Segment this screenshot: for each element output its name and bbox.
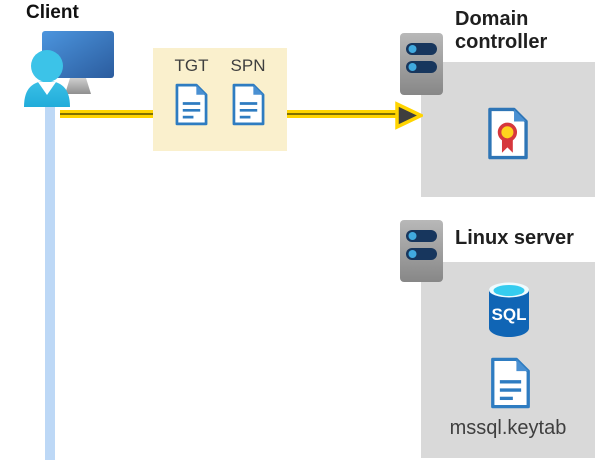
- person-head: [31, 50, 63, 82]
- domain-controller-label: Domain controller: [455, 8, 548, 53]
- keytab-document-icon: [491, 357, 530, 409]
- tgt-label: TGT: [174, 56, 209, 75]
- monitor-stand: [65, 78, 91, 94]
- person-collar: [38, 82, 56, 95]
- certificate-seal: [497, 122, 518, 142]
- ticket-box: TGT SPN: [153, 48, 287, 151]
- client-user-computer-icon: [24, 31, 114, 107]
- certificate-icon: [488, 107, 528, 160]
- keytab-filename-label: mssql.keytab: [449, 417, 567, 439]
- sql-database-icon: SQL: [489, 282, 529, 337]
- flow-arrow-head: [395, 101, 423, 130]
- tgt-document-icon: [175, 83, 208, 126]
- linux-server-label: Linux server: [455, 227, 574, 249]
- spn-ticket: SPN: [230, 55, 266, 151]
- tgt-ticket: TGT: [175, 55, 209, 151]
- spn-document-icon: [232, 83, 264, 126]
- spn-label: SPN: [230, 56, 266, 75]
- certificate-ribbon: [501, 138, 513, 153]
- sql-text: SQL: [492, 305, 527, 324]
- linux-server-icon: [400, 220, 443, 282]
- client-lifeline: [45, 90, 55, 460]
- client-label: Client: [26, 2, 79, 23]
- domain-controller-server-icon: [400, 33, 443, 95]
